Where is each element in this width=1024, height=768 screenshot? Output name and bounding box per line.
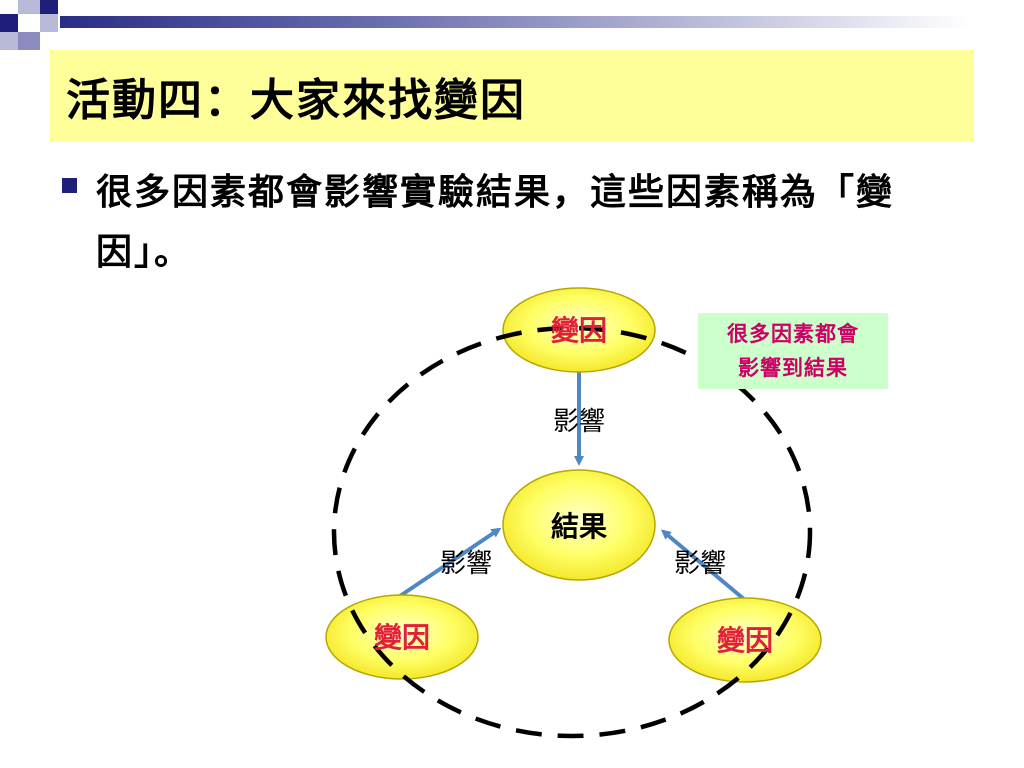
node-right-ellipse [668, 597, 822, 683]
dashed-boundary-circle [331, 325, 813, 739]
edge-label-right: 影響 [674, 549, 726, 579]
bullet-text: 很多因素都會影響實驗結果，這些因素稱為「變因」。 [96, 171, 895, 273]
node-right-label: 變因 [717, 624, 773, 657]
callout-box: 很多因素都會 影響到結果 [698, 313, 888, 389]
node-top-label: 變因 [551, 314, 607, 347]
arrow-left-to-result [398, 527, 502, 598]
node-left-ellipse [325, 594, 479, 680]
edge-label-left: 影響 [440, 549, 492, 579]
edge-label-top: 影響 [553, 407, 605, 437]
node-result-label: 結果 [551, 510, 607, 543]
callout-line-1: 很多因素都會 [727, 321, 859, 346]
node-result-ellipse [502, 469, 656, 581]
corner-decoration [0, 0, 60, 60]
node-top-ellipse [502, 287, 656, 373]
node-left-label: 變因 [374, 621, 430, 654]
title-banner [50, 50, 974, 142]
bullet-square-icon [62, 178, 77, 193]
callout-line-2: 影響到結果 [738, 355, 848, 380]
arrow-right-to-result [660, 529, 747, 602]
slide-title: 活動四：大家來找變因 [66, 75, 526, 126]
header-gradient-bar [60, 16, 970, 28]
